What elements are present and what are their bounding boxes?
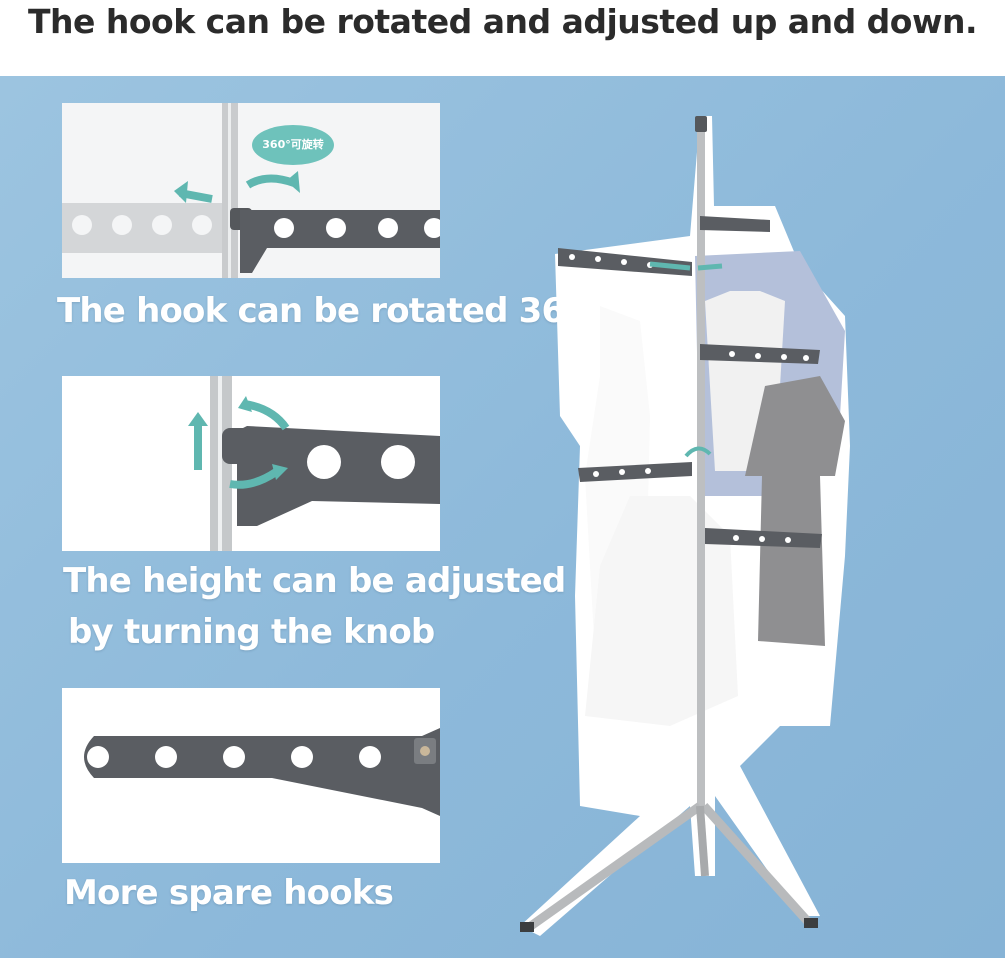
header-bar: The hook can be rotated and adjusted up … xyxy=(0,0,1005,76)
blue-panel: 360°可旋转 The hook can be rotated 360° The… xyxy=(0,76,1005,958)
height-adjust-detail-photo xyxy=(62,376,440,551)
spare-hook-photo xyxy=(62,688,440,863)
page-title: The hook can be rotated and adjusted up … xyxy=(28,2,977,41)
caption-height-line1: The height can be adjusted xyxy=(63,561,566,601)
rotation-detail-photo: 360°可旋转 xyxy=(62,103,440,278)
rotate-badge: 360°可旋转 xyxy=(252,125,334,165)
caption-rotate: The hook can be rotated 360° xyxy=(57,291,604,331)
rotate-badge-label: 360°可旋转 xyxy=(262,138,324,151)
caption-height-line2: by turning the knob xyxy=(68,612,435,652)
caption-spare-hooks: More spare hooks xyxy=(64,873,394,913)
drying-rack-product-image xyxy=(500,116,880,958)
